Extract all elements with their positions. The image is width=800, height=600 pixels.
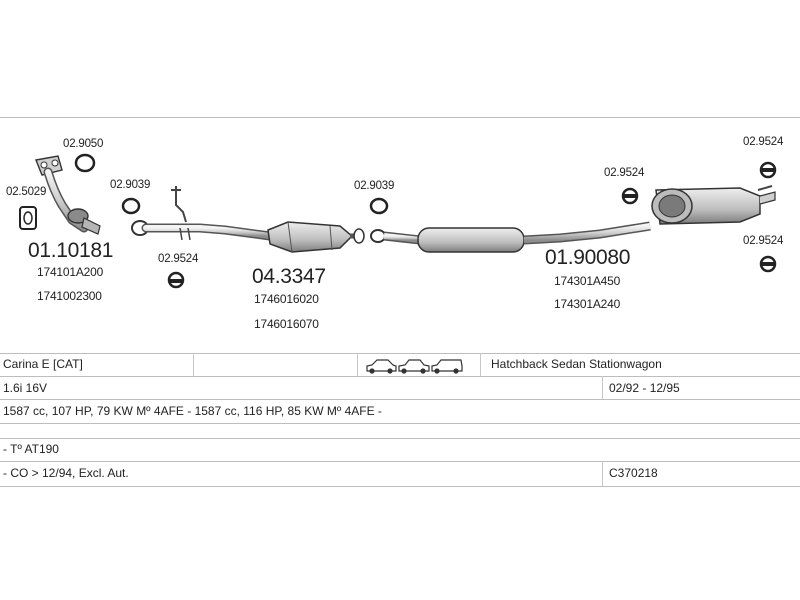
- code-gasket-mid: 02.9039: [110, 179, 151, 191]
- body-types: Hatchback Sedan Stationwagon: [491, 357, 662, 371]
- table-rule-2: [0, 376, 800, 377]
- code-flange-gasket: 02.5029: [6, 186, 47, 198]
- catalog-ref: C370218: [609, 466, 658, 480]
- catalyst-code: 04.3347: [252, 265, 326, 288]
- code-gasket-top: 02.9050: [63, 138, 104, 150]
- col-divider-5: [602, 461, 603, 486]
- code-gasket-center: 02.9039: [354, 180, 395, 192]
- model-name: Carina E [CAT]: [3, 357, 83, 371]
- clamp-front-part: [167, 271, 185, 289]
- table-rule-5: [0, 438, 800, 439]
- gasket-ring-top: [74, 153, 96, 173]
- clamp-rear-top-part: [759, 161, 777, 179]
- code-clamp-front: 02.9524: [158, 253, 199, 265]
- table-rule-7: [0, 486, 800, 487]
- hanger-bracket-part: [171, 186, 187, 223]
- front-pipe-code: 01.10181: [28, 239, 114, 262]
- gasket-ring-center: [369, 197, 389, 215]
- engine-specs: 1587 cc, 107 HP, 79 KW Mº 4AFE - 1587 cc…: [3, 404, 382, 418]
- production-dates: 02/92 - 12/95: [609, 381, 680, 395]
- rear-silencer-ref-2: 174301A240: [554, 297, 621, 311]
- notes: - CO > 12/94, Excl. Aut.: [3, 466, 129, 480]
- col-divider-2: [357, 353, 358, 376]
- catalyst-part: [267, 221, 365, 253]
- rear-silencer-code: 01.90080: [545, 246, 631, 269]
- gasket-ring-mid: [121, 197, 141, 215]
- top-rule: [0, 117, 800, 118]
- table-rule-4: [0, 423, 800, 424]
- col-divider-3: [480, 353, 481, 376]
- catalyst-ref-2: 1746016070: [254, 317, 319, 331]
- front-pipe-ref-1: 174101A200: [37, 265, 104, 279]
- col-divider-4: [602, 376, 603, 399]
- table-rule-1: [0, 353, 800, 354]
- code-clamp-rear-left: 02.9524: [604, 167, 645, 179]
- rear-silencer-ref-1: 174301A450: [554, 274, 621, 288]
- rear-silencer-part: [370, 185, 776, 253]
- type-code: - Tº AT190: [3, 442, 59, 456]
- table-rule-3: [0, 399, 800, 400]
- front-pipe-part: [35, 155, 101, 235]
- engine-label: 1.6i 16V: [3, 381, 48, 395]
- clamp-rear-bottom-part: [759, 255, 777, 273]
- flange-gasket-part: [19, 206, 37, 230]
- table-rule-6: [0, 461, 800, 462]
- code-clamp-rear-bottom: 02.9524: [743, 235, 784, 247]
- code-clamp-rear-top: 02.9524: [743, 136, 784, 148]
- col-divider-1: [193, 353, 194, 376]
- front-pipe-ref-2: 1741002300: [37, 289, 102, 303]
- intermediate-pipe: [131, 220, 275, 241]
- clamp-rear-left-part: [621, 187, 639, 205]
- catalyst-ref-1: 1746016020: [254, 292, 319, 306]
